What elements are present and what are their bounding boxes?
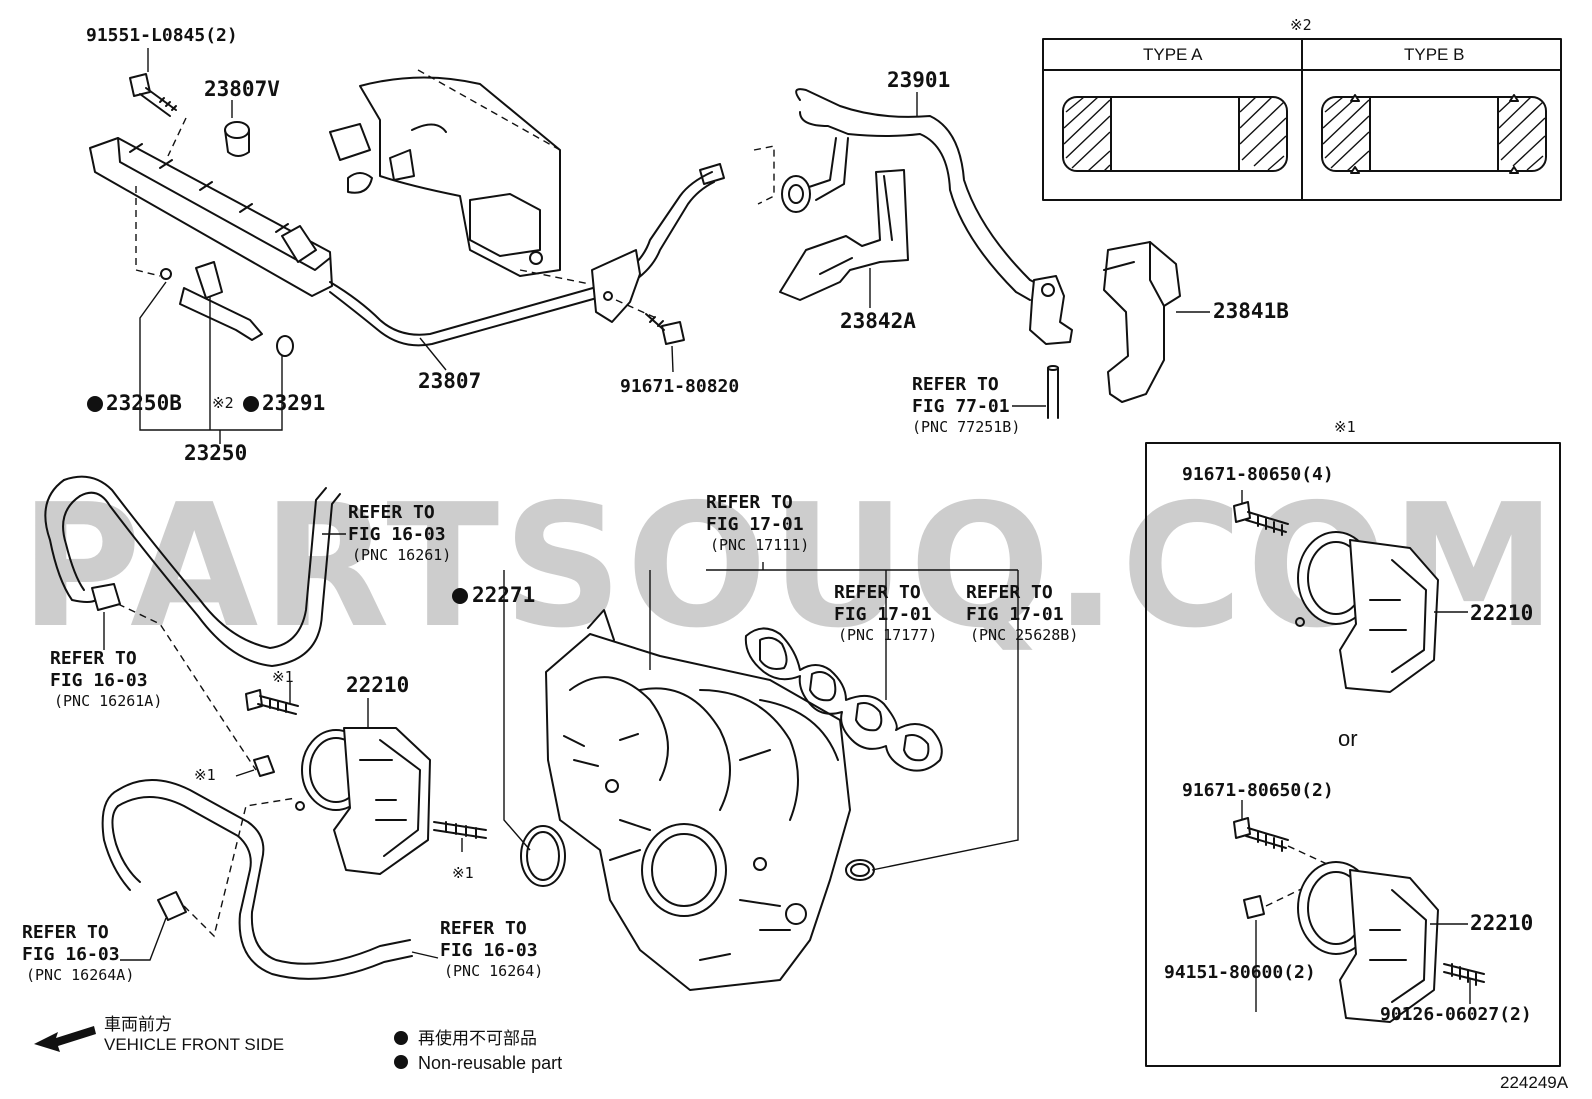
part-label-23250: 23250 xyxy=(184,441,247,465)
box-throttle-type-b xyxy=(1233,817,1485,1023)
type-a-header: TYPE A xyxy=(1143,45,1203,64)
alternate-throttle-box xyxy=(1145,442,1561,1067)
vehicle-front-legend: 車両前方 VEHICLE FRONT SIDE xyxy=(34,1015,284,1054)
part-label-91671-80650-2: 91671-80650(2) xyxy=(1182,780,1334,801)
pnc-16264A-label: (PNC 16264A) xyxy=(26,966,134,984)
nonreuse-dot xyxy=(243,396,259,412)
left-hoses-and-throttle-illustration xyxy=(44,475,487,980)
pnc-16264-label: (PNC 16264) xyxy=(444,962,543,980)
fig-17-01-label: FIG 17-01 xyxy=(966,604,1064,625)
nonreuse-en: Non-reusable part xyxy=(418,1053,562,1073)
refer-to-label: REFER TO xyxy=(348,502,435,523)
pnc-16261A-label: (PNC 16261A) xyxy=(54,692,162,710)
part-label-91671-80820: 91671-80820 xyxy=(620,376,739,397)
part-label-23250B: 23250B xyxy=(106,391,182,415)
nonreusable-legend: 再使用不可部品 Non-reusable part xyxy=(394,1028,562,1073)
fig-77-01-label: FIG 77-01 xyxy=(912,396,1010,417)
pnc-77251B-label: (PNC 77251B) xyxy=(912,418,1020,436)
part-label-23807: 23807 xyxy=(418,369,481,393)
nonreuse-dot xyxy=(87,396,103,412)
refer-to-label: REFER TO xyxy=(966,582,1053,603)
part-label-23841B: 23841B xyxy=(1213,299,1289,323)
refer-to-label: REFER TO xyxy=(50,648,137,669)
fig-16-03-label: FIG 16-03 xyxy=(22,944,120,965)
part-label-91671-80650-4: 91671-80650(4) xyxy=(1182,464,1334,485)
part-label-23842A: 23842A xyxy=(840,309,916,333)
part-label-23901: 23901 xyxy=(887,68,950,92)
front-arrow-icon xyxy=(34,1026,96,1052)
pnc-17111-label: (PNC 17111) xyxy=(710,536,809,554)
part-label-22210-type-b: 22210 xyxy=(1470,911,1533,935)
note-mark-1: ※1 xyxy=(452,864,474,882)
nonreuse-dot xyxy=(394,1031,408,1045)
refer-to-label: REFER TO xyxy=(834,582,921,603)
note-mark-2: ※2 xyxy=(1290,16,1312,34)
part-label-94151-80600: 94151-80600(2) xyxy=(1164,962,1316,983)
refer-to-label: REFER TO xyxy=(912,374,999,395)
vehicle-front-jp: 車両前方 xyxy=(104,1015,172,1034)
intake-manifold-illustration xyxy=(520,609,943,991)
nonreuse-dot xyxy=(452,588,468,604)
part-label-23291: 23291 xyxy=(262,391,325,415)
refer-to-label: REFER TO xyxy=(706,492,793,513)
note-mark-1: ※1 xyxy=(272,668,294,686)
note-mark-1: ※1 xyxy=(194,766,216,784)
fig-16-03-label: FIG 16-03 xyxy=(348,524,446,545)
fig-16-03-label: FIG 16-03 xyxy=(50,670,148,691)
nonreuse-dot xyxy=(394,1055,408,1069)
leader-lines xyxy=(103,48,1471,1012)
type-b-header: TYPE B xyxy=(1404,45,1464,64)
part-label-91551-L0845: 91551-L0845(2) xyxy=(86,25,238,46)
fig-16-03-label: FIG 16-03 xyxy=(440,940,538,961)
nonreuse-jp: 再使用不可部品 xyxy=(418,1028,537,1048)
ventilation-hose-illustration xyxy=(753,88,1181,419)
or-text: or xyxy=(1338,726,1358,751)
pnc-25628B-label: (PNC 25628B) xyxy=(970,626,1078,644)
engine-head-illustration xyxy=(329,69,591,285)
box-throttle-type-a xyxy=(1233,501,1439,693)
part-label-22210: 22210 xyxy=(346,673,409,697)
part-label-22271: 22271 xyxy=(472,583,535,607)
type-table xyxy=(1042,38,1562,201)
note-mark-1: ※1 xyxy=(1334,418,1356,436)
pnc-17177-label: (PNC 17177) xyxy=(838,626,937,644)
refer-to-label: REFER TO xyxy=(440,918,527,939)
part-label-23807V: 23807V xyxy=(204,77,280,101)
part-label-22210-type-a: 22210 xyxy=(1470,601,1533,625)
fuel-delivery-pipe-illustration xyxy=(89,73,725,357)
fig-17-01-label: FIG 17-01 xyxy=(834,604,932,625)
part-label-90126-06027: 90126-06027(2) xyxy=(1380,1004,1532,1025)
vehicle-front-en: VEHICLE FRONT SIDE xyxy=(104,1035,284,1054)
fig-17-01-label: FIG 17-01 xyxy=(706,514,804,535)
refer-to-label: REFER TO xyxy=(22,922,109,943)
pnc-16261-label: (PNC 16261) xyxy=(352,546,451,564)
figure-id: 224249A xyxy=(1500,1073,1569,1092)
note-mark-2: ※2 xyxy=(212,394,234,412)
